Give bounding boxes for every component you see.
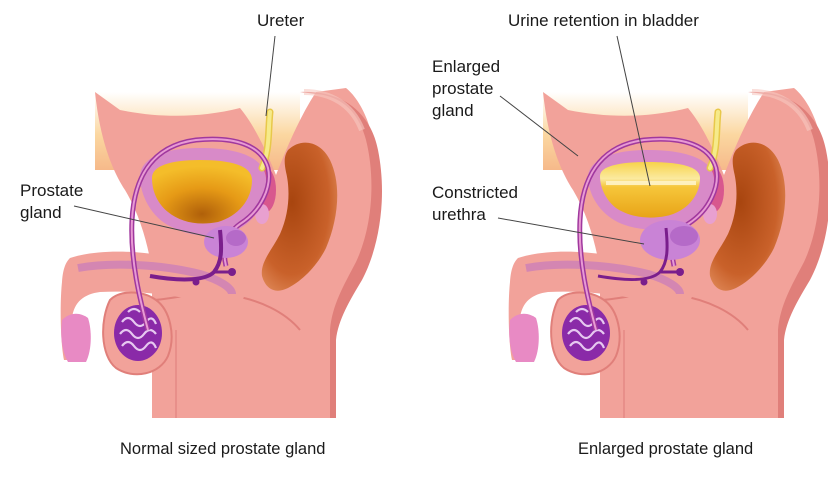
left-anatomy (61, 36, 382, 418)
label-constricted-line1: Constricted (432, 182, 518, 204)
label-enlarged-line3: gland (432, 100, 474, 122)
caption-enlarged: Enlarged prostate gland (578, 440, 753, 459)
caption-normal: Normal sized prostate gland (120, 440, 325, 459)
label-constricted-line2: urethra (432, 204, 486, 226)
label-prostate-line2: gland (20, 202, 62, 224)
label-enlarged-line1: Enlarged (432, 56, 500, 78)
label-urine-retention: Urine retention in bladder (508, 10, 699, 32)
label-prostate-line1: Prostate (20, 180, 83, 202)
label-enlarged-line2: prostate (432, 78, 493, 100)
right-anatomy (498, 36, 828, 418)
label-ureter: Ureter (257, 10, 304, 32)
